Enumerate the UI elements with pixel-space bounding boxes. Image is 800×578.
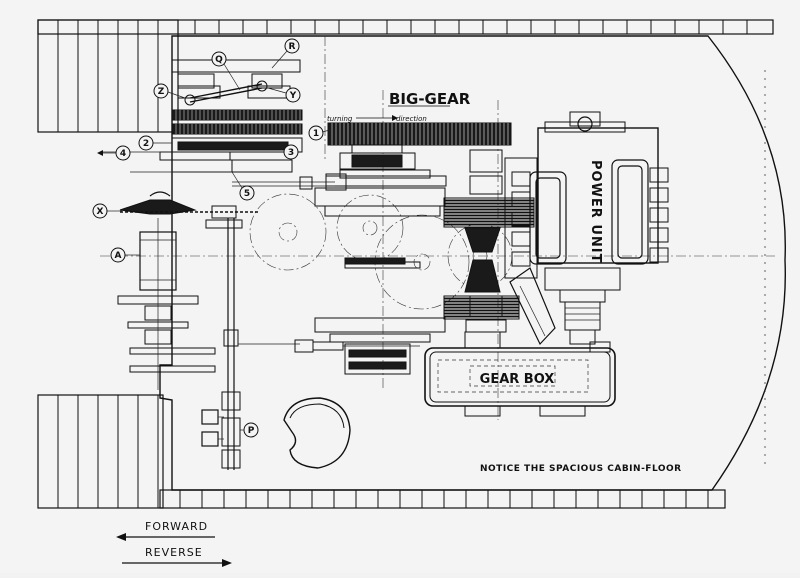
driver-seat xyxy=(283,397,351,469)
marker-q: Q xyxy=(211,51,241,91)
marker-a: A xyxy=(110,247,140,263)
marker-z: Z xyxy=(153,83,186,99)
bottom-track xyxy=(37,394,726,509)
svg-text:1: 1 xyxy=(313,129,319,139)
bevel-gear-upper xyxy=(464,227,501,253)
reverse-indicator: REVERSE xyxy=(122,546,232,567)
control-shaft xyxy=(221,218,420,470)
direction-label: direction xyxy=(396,115,427,123)
gear-box-label: GEAR BOX xyxy=(480,372,555,387)
svg-text:3: 3 xyxy=(288,148,294,158)
forward-label: FORWARD xyxy=(145,520,208,533)
big-gear-label: BIG-GEAR xyxy=(389,90,471,108)
marker-x: X xyxy=(92,203,122,219)
marker-2: 2 xyxy=(138,135,172,151)
bevel-gear-lower xyxy=(464,259,501,293)
marker-3: 3 xyxy=(283,144,299,160)
reverse-arrow-icon xyxy=(222,559,232,567)
forward-indicator: FORWARD xyxy=(116,520,215,541)
svg-text:A: A xyxy=(115,251,122,261)
marker-y: Y xyxy=(267,87,301,103)
turning-label: turning xyxy=(327,115,353,123)
power-unit xyxy=(504,111,669,346)
turning-arrow xyxy=(392,115,398,121)
svg-text:X: X xyxy=(97,207,104,217)
marker-r: R xyxy=(271,38,300,69)
marker-5: 5 xyxy=(231,171,255,201)
svg-text:R: R xyxy=(289,42,296,52)
marker-1: 1 xyxy=(308,125,331,141)
svg-text:P: P xyxy=(248,426,255,436)
shaft-a-stack xyxy=(117,218,216,390)
sprocket-upper-assembly xyxy=(159,59,303,173)
svg-text:5: 5 xyxy=(244,189,250,199)
svg-text:Q: Q xyxy=(215,55,223,65)
forward-arrow-icon xyxy=(116,533,126,541)
reverse-label: REVERSE xyxy=(145,546,203,559)
hull-outline xyxy=(159,35,787,491)
pedal-assembly xyxy=(201,409,224,447)
sprocket-x xyxy=(119,191,260,229)
power-unit-label: POWER UNIT xyxy=(588,160,603,263)
svg-text:Z: Z xyxy=(158,87,165,97)
svg-text:4: 4 xyxy=(120,149,126,159)
gear-box xyxy=(424,331,616,417)
svg-text:2: 2 xyxy=(143,139,149,149)
svg-text:Y: Y xyxy=(289,91,297,101)
marker-p: P xyxy=(240,422,259,438)
clutch-stack xyxy=(443,149,535,333)
centre-gear-stack xyxy=(314,205,446,375)
top-track xyxy=(37,19,774,133)
marker-4: 4 xyxy=(97,145,131,161)
cabin-floor-note: NOTICE THE SPACIOUS CABIN-FLOOR xyxy=(480,464,682,474)
